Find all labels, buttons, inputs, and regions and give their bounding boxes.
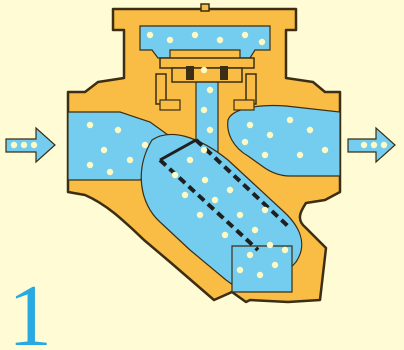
bubble (262, 152, 268, 158)
bubble (21, 142, 27, 148)
bubble (201, 107, 207, 113)
bubble (167, 37, 173, 43)
bubble (222, 232, 228, 238)
bubble (259, 39, 265, 45)
bubble (187, 157, 193, 163)
bubble (361, 142, 367, 148)
bubble (101, 147, 107, 153)
bubble (247, 252, 253, 258)
bubble (227, 187, 233, 193)
bubble (172, 172, 178, 178)
bubble (287, 117, 293, 123)
bubble (252, 227, 258, 233)
bubble (212, 197, 218, 203)
bubble (87, 122, 93, 128)
bubble (201, 67, 207, 73)
bubble (115, 127, 121, 133)
bubble (247, 122, 253, 128)
bubble (142, 142, 148, 148)
bubble (31, 142, 37, 148)
bubble (237, 267, 243, 273)
bubble (322, 147, 328, 153)
bubble (147, 32, 153, 38)
bubble (257, 272, 263, 278)
bubble (237, 212, 243, 218)
bubble (262, 207, 268, 213)
bubble (11, 142, 17, 148)
bubble (207, 127, 213, 133)
bubble (242, 32, 248, 38)
bubble (197, 212, 203, 218)
step-number: 1 (8, 268, 52, 350)
bubble (381, 142, 387, 148)
bubble (127, 157, 133, 163)
bubble (242, 139, 248, 145)
bubble (202, 177, 208, 183)
bubble (207, 87, 213, 93)
bubble (182, 192, 188, 198)
bubble (217, 37, 223, 43)
bubble (267, 242, 273, 248)
bubble (272, 262, 278, 268)
bubble (87, 162, 93, 168)
bubble (297, 152, 303, 158)
bubble (267, 132, 273, 138)
bubble (282, 247, 288, 253)
bubble (192, 32, 198, 38)
bubble (307, 127, 313, 133)
bubble (201, 147, 207, 153)
bubble (107, 169, 113, 175)
bubble (371, 142, 377, 148)
